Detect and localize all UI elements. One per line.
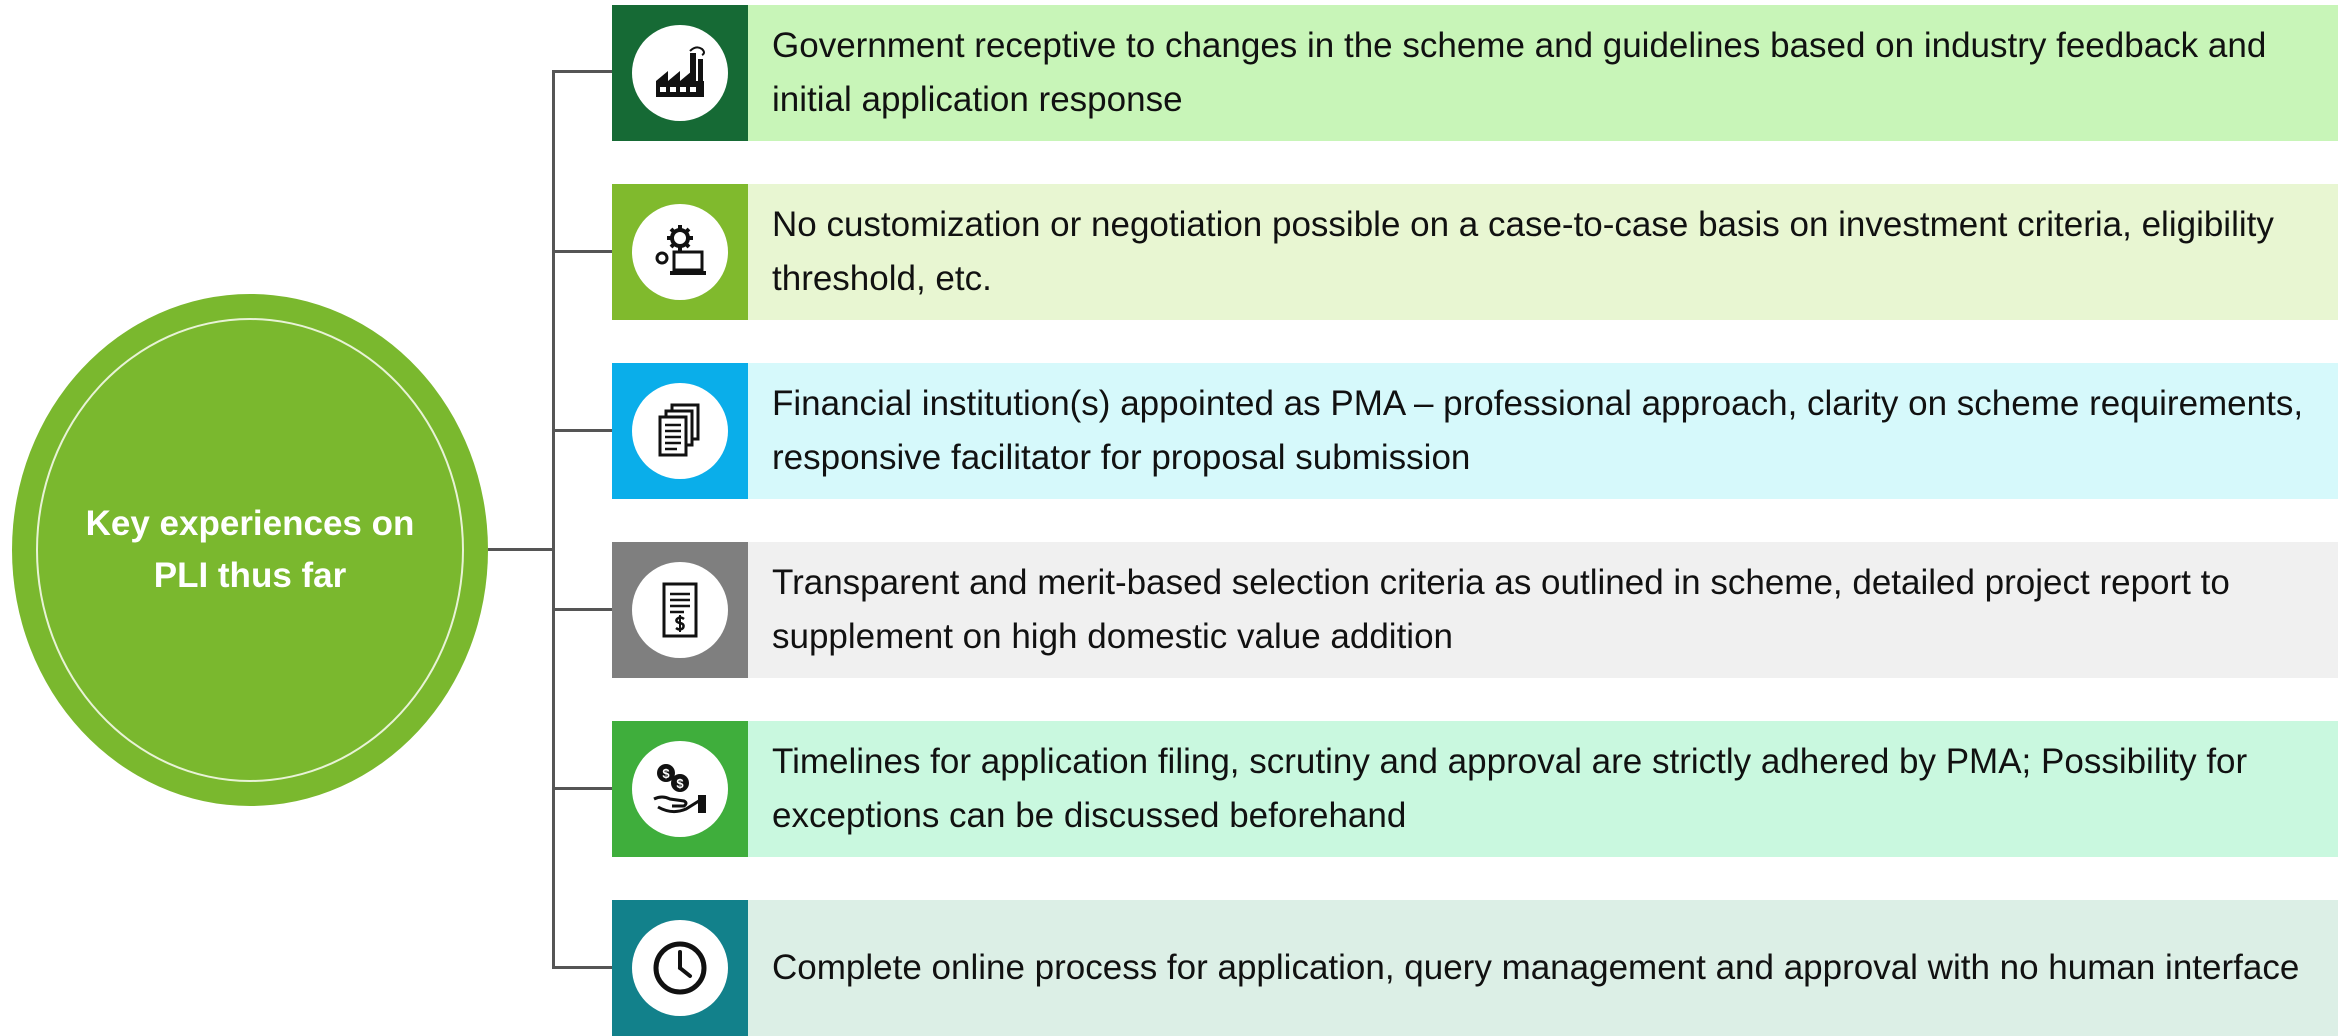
item-icon-circle [632,383,728,479]
experience-item: Complete online process for application,… [612,900,2338,1036]
item-icon-circle [632,562,728,658]
connector-branch-4 [552,608,612,611]
documents-icon [658,403,700,457]
money-hand-icon: $ $ [653,764,706,814]
hub-inner-ring [36,318,464,782]
experience-item: Government receptive to changes in the s… [612,5,2338,141]
item-icon-box [612,900,748,1036]
item-icon-box [612,363,748,499]
item-icon-circle: $ $ [632,741,728,837]
clock-icon [653,941,707,995]
connector-vertical-spine [552,70,555,968]
item-text: No customization or negotiation possible… [748,184,2338,320]
item-icon-box [612,542,748,678]
experience-item: $ $ Timelines for application filing, sc… [612,721,2338,857]
connector-branch-5 [552,787,612,790]
item-icon-circle [632,25,728,121]
svg-text:$: $ [676,776,684,791]
gears-laptop-icon [655,225,706,275]
experience-item: No customization or negotiation possible… [612,184,2338,320]
item-text: Timelines for application filing, scruti… [748,721,2338,857]
item-text: Transparent and merit-based selection cr… [748,542,2338,678]
connector-hub-stem [488,548,554,551]
connector-branch-2 [552,250,612,253]
connector-branch-6 [552,966,612,969]
item-text: Government receptive to changes in the s… [748,5,2338,141]
item-icon-circle [632,204,728,300]
connector-branch-1 [552,70,612,73]
hub-circle: Key experiences on PLI thus far [12,294,488,806]
invoice-icon [662,582,698,638]
item-text: Financial institution(s) appointed as PM… [748,363,2338,499]
item-icon-box [612,184,748,320]
item-text: Complete online process for application,… [748,900,2338,1036]
item-icon-circle [632,920,728,1016]
factory-icon [656,46,705,97]
experience-item: Financial institution(s) appointed as PM… [612,363,2338,499]
item-icon-box [612,5,748,141]
item-icon-box: $ $ [612,721,748,857]
svg-text:$: $ [662,766,670,781]
connector-branch-3 [552,429,612,432]
experience-item: Transparent and merit-based selection cr… [612,542,2338,678]
hub-title: Key experiences on PLI thus far [85,504,415,595]
